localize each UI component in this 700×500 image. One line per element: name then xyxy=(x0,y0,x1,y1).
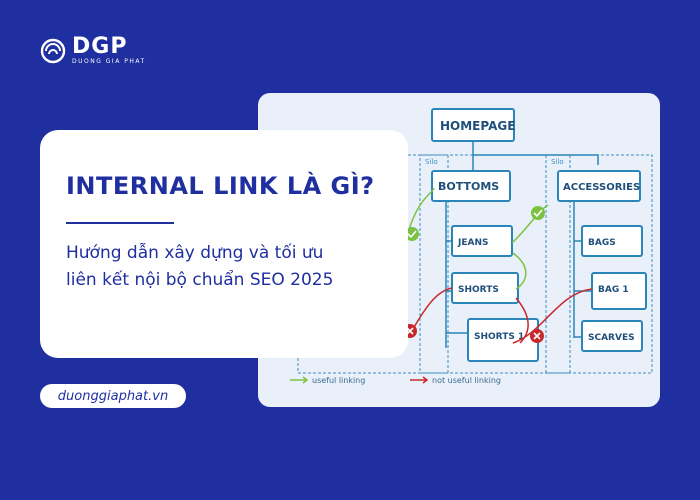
subtitle-line-1: Hướng dẫn xây dựng và tối ưu xyxy=(66,243,324,263)
silo-label-right: Silo xyxy=(551,158,564,166)
accessories-box xyxy=(557,170,641,202)
bags-label: BAGS xyxy=(588,238,616,248)
shorts1-label: SHORTS 1 xyxy=(474,332,524,342)
bags-box xyxy=(581,225,643,257)
check-icon-2 xyxy=(531,206,545,220)
check-icon-1 xyxy=(405,227,419,241)
brand-tagline: DUONG GIA PHAT xyxy=(72,58,146,65)
silo-label-left: Silo xyxy=(425,158,438,166)
subtitle: Hướng dẫn xây dựng và tối ưu liên kết nộ… xyxy=(66,240,384,294)
homepage-box xyxy=(431,108,515,142)
title-divider xyxy=(66,222,174,224)
bottoms-label: BOTTOMS xyxy=(438,180,499,193)
useful-link-2 xyxy=(511,204,549,244)
silo-right-container xyxy=(545,154,653,374)
jeans-label: JEANS xyxy=(457,238,488,248)
page-title: INTERNAL LINK LÀ GÌ? xyxy=(66,172,375,200)
globe-logo-icon xyxy=(40,38,66,64)
scarves-box xyxy=(581,320,643,352)
useful-link-3 xyxy=(512,252,527,290)
jeans-box xyxy=(451,225,513,257)
homepage-label: HOMEPAGE xyxy=(440,119,515,133)
bad-link-3 xyxy=(512,288,593,344)
bottoms-box xyxy=(431,170,511,202)
bad-link-1 xyxy=(412,287,453,330)
brand-name: DGP xyxy=(72,34,128,59)
shorts-label: SHORTS xyxy=(458,285,499,295)
bag1-label: BAG 1 xyxy=(598,285,629,295)
subtitle-line-2: liên kết nội bộ chuẩn SEO 2025 xyxy=(66,270,334,290)
website-url[interactable]: duonggiaphat.vn xyxy=(40,384,186,408)
silo-diagram: Silo Silo HOMEPAGE BOTTOMS JEANS SHORTS … xyxy=(290,108,653,385)
legend-bad-label: not useful linking xyxy=(432,376,501,385)
bad-link-2 xyxy=(515,297,529,344)
legend-useful-label: useful linking xyxy=(312,376,365,385)
brand-logo: DGP DUONG GIA PHAT xyxy=(40,36,146,66)
title-card: INTERNAL LINK LÀ GÌ? Hướng dẫn xây dựng … xyxy=(40,130,408,358)
accessories-label: ACCESSORIES xyxy=(563,182,640,193)
bag1-box xyxy=(591,272,647,310)
scarves-label: SCARVES xyxy=(588,333,635,343)
useful-link-1 xyxy=(407,187,435,234)
